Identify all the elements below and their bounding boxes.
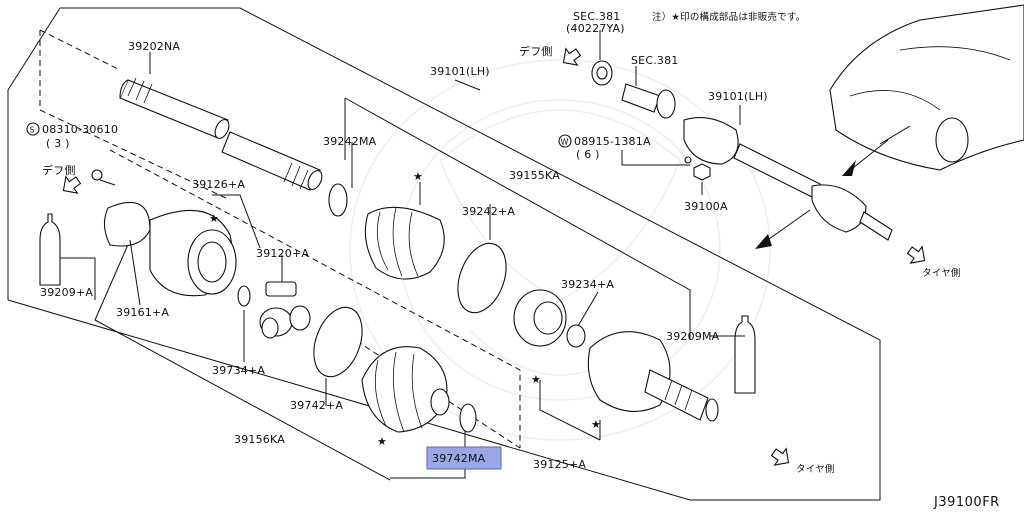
snap-ring-39734 xyxy=(237,285,251,307)
bolt-08310 xyxy=(91,169,116,186)
star-icon: ★ xyxy=(531,373,541,386)
label-bolt-qty: ( 3 ) xyxy=(46,137,70,150)
label-39101LH-top[interactable]: 39101(LH) xyxy=(708,90,768,103)
label-39242MA[interactable]: 39242MA xyxy=(323,135,377,148)
outer-joint-39125 xyxy=(587,331,719,422)
note-non-sale: 注）★印の構成部品は非販売です。 xyxy=(652,11,805,23)
band-39742MA xyxy=(459,403,477,433)
assembly-outline-39156KA xyxy=(94,239,391,481)
oil-seal-sec381 xyxy=(591,60,613,86)
bolt-prefix: S xyxy=(30,126,35,135)
label-39101LH-mid[interactable]: 39101(LH) xyxy=(430,65,490,78)
label-39742A[interactable]: 39742+A xyxy=(290,399,343,412)
label-diff-side-top: デフ側 xyxy=(519,44,553,58)
label-39234A[interactable]: 39234+A xyxy=(561,278,614,291)
label-diff-side-left: デフ側 xyxy=(42,163,76,177)
arrow-tire-bottom-icon xyxy=(770,447,790,466)
arrow-diff-left-icon xyxy=(62,175,82,194)
label-tire-side-right: タイヤ側 xyxy=(922,267,961,279)
highlight-box[interactable] xyxy=(426,446,502,470)
tripod-39120 xyxy=(259,281,311,339)
drive-shaft-39101 xyxy=(683,117,893,241)
non-sale-star-markers: ★ ★ ★ ★ ★ xyxy=(209,170,601,448)
boot-lower xyxy=(361,346,450,433)
w-circle-icon xyxy=(558,134,572,148)
label-39100A[interactable]: 39100A xyxy=(684,200,728,213)
housing-39161 xyxy=(103,201,237,297)
band-39742A xyxy=(313,306,363,378)
band-39242MA xyxy=(328,183,348,217)
inner-race-39234 xyxy=(513,289,586,348)
label-08310-30610[interactable]: 08310-30610 xyxy=(42,123,118,136)
label-sec381-b[interactable]: SEC.381 xyxy=(631,54,679,67)
car-illustration xyxy=(829,4,1024,176)
label-39734A[interactable]: 39734+A xyxy=(212,364,265,377)
label-39202NA[interactable]: 39202NA xyxy=(128,40,180,53)
diagram-code: J39100FR xyxy=(933,495,1000,510)
label-39161A[interactable]: 39161+A xyxy=(116,306,169,319)
label-39155KA[interactable]: 39155KA xyxy=(509,169,560,182)
band-39242A xyxy=(457,242,507,314)
grease-tube-39209A xyxy=(39,213,61,286)
leader-lines xyxy=(60,30,745,479)
dashed-group-joint xyxy=(109,149,521,448)
label-39209MA[interactable]: 39209MA xyxy=(666,330,720,343)
star-icon: ★ xyxy=(591,418,601,431)
label-39156KA[interactable]: 39156KA xyxy=(234,433,285,446)
star-icon: ★ xyxy=(209,212,219,225)
arrow-diff-top-icon xyxy=(562,47,582,66)
label-tire-side-bottom: タイヤ側 xyxy=(796,463,835,475)
s-circle-icon xyxy=(26,122,40,136)
nut-39100A xyxy=(684,156,711,181)
label-washer-qty: ( 6 ) xyxy=(576,148,600,161)
star-icon: ★ xyxy=(413,170,423,183)
label-39120A[interactable]: 39120+A xyxy=(256,247,309,260)
dashed-group-inner xyxy=(39,30,231,201)
label-39209A[interactable]: 39209+A xyxy=(40,286,93,299)
label-sec381-a[interactable]: SEC.381 xyxy=(573,10,621,23)
label-39125A[interactable]: 39125+A xyxy=(533,458,586,471)
flange-sec381 xyxy=(621,83,676,119)
label-39126A[interactable]: 39126+A xyxy=(192,178,245,191)
label-08915-1381A[interactable]: 08915-1381A xyxy=(574,135,651,148)
grease-tube-39209MA xyxy=(734,315,756,394)
washer-prefix: W xyxy=(561,138,569,147)
assembly-outline-39101 xyxy=(7,7,881,501)
shaft-39202NA xyxy=(119,77,323,191)
label-40227YA[interactable]: (40227YA) xyxy=(566,22,625,35)
arrow-tire-right-icon xyxy=(906,245,926,264)
label-39242A[interactable]: 39242+A xyxy=(462,205,515,218)
assembly-outline-39155KA xyxy=(344,97,691,340)
label-39742MA[interactable]: 39742MA xyxy=(432,452,486,465)
star-icon: ★ xyxy=(377,435,387,448)
assembly-arrow xyxy=(755,209,811,249)
boot-upper xyxy=(364,206,445,280)
